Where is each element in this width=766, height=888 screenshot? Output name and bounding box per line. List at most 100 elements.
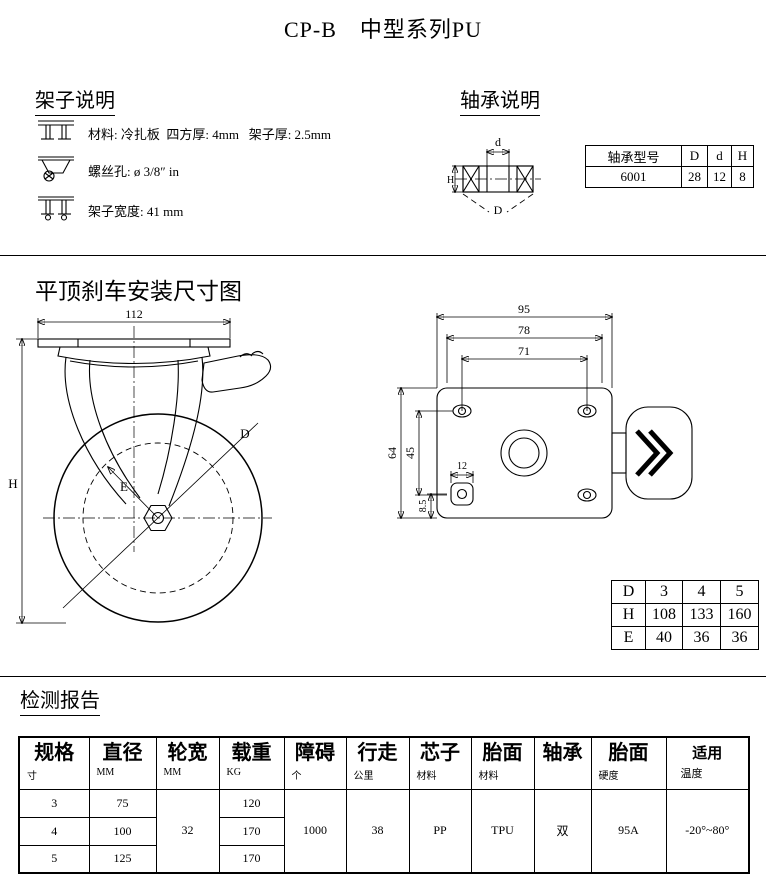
size-cell: 133: [682, 603, 721, 627]
cell-size: 3: [18, 788, 90, 818]
col-obstacles: 障碍个: [283, 736, 347, 790]
bolt-slot: [577, 404, 597, 418]
size-cell: 3: [645, 580, 683, 604]
overall-depth-dim: 64: [385, 447, 399, 459]
frame-spec-material-text: 材料: 冷扎板 四方厚: 4mm 架子厚: 2.5mm: [88, 126, 332, 142]
page-title: CP-B 中型系列PU: [283, 17, 483, 42]
bearing-col-D: D: [681, 145, 708, 167]
frame-section-heading: 架子说明: [35, 84, 115, 116]
brake-lever: [201, 354, 272, 393]
kingpin-hole: [500, 429, 548, 477]
cell-distance: 38: [345, 788, 410, 874]
size-table-row-D: D 3 4 5: [611, 580, 759, 604]
cell-hardness: 95A: [590, 788, 667, 874]
cell-load: 120: [218, 788, 285, 818]
bearing-section-heading: 轴承说明: [460, 84, 540, 116]
size-label-E: E: [611, 626, 646, 650]
pedal-hinge: [611, 432, 627, 474]
bearing-height-label: H: [447, 175, 454, 186]
size-cell: 4: [682, 580, 721, 604]
table-row: 3 75 32 120 1000 38 PP TPU 双 95A -20°~80…: [18, 788, 750, 874]
cell-size: 4: [18, 816, 90, 846]
cell-core-material: PP: [408, 788, 472, 874]
col-temperature: 适用温度: [665, 736, 750, 790]
frame-spec-screw-hole: 螺丝孔: ø 3/8″ in: [36, 154, 179, 186]
height-dim-label: H: [8, 476, 17, 491]
hub-nut: [143, 504, 173, 532]
cell-diameter: 75: [88, 788, 157, 818]
col-distance: 行走公里: [345, 736, 410, 790]
chevron-icon: [648, 429, 674, 477]
col-bearing: 轴承: [533, 736, 592, 790]
slot-outer-span-dim: 78: [518, 323, 530, 337]
bearing-d-value: 12: [707, 166, 732, 188]
slot-offset-dim: 8.5: [418, 500, 429, 513]
bearing-col-H: H: [731, 145, 754, 167]
frame-spec-width-text: 架子宽度: 41 mm: [88, 203, 184, 219]
section-divider: [0, 255, 766, 256]
brake-pedal: [625, 406, 693, 500]
cell-obstacles: 1000: [283, 788, 347, 874]
size-table-row-E: E 40 36 36: [611, 626, 759, 650]
report-section-heading: 检测报告: [20, 684, 100, 716]
size-label-D: D: [611, 580, 646, 604]
swivel-head: [57, 346, 211, 365]
cell-load: 170: [218, 844, 285, 874]
size-table: D 3 4 5 H 108 133 160 E 40 36 36: [611, 580, 759, 650]
top-view-drawing: 95 78 71 64 45: [385, 303, 693, 538]
bearing-D-value: 28: [681, 166, 708, 188]
size-cell: 36: [682, 626, 721, 650]
col-hardness: 胎面硬度: [590, 736, 667, 790]
col-core-material: 芯子材料: [408, 736, 472, 790]
overall-width-dim: 95: [518, 303, 530, 316]
chevron-icon: [635, 429, 661, 477]
cell-bearing: 双: [533, 788, 592, 874]
plate-width-dim: 112: [125, 308, 143, 321]
caster-bracket-icon: [36, 118, 76, 148]
cell-load: 170: [218, 816, 285, 846]
side-view-drawing: 112 E D H: [8, 308, 272, 658]
cell-diameter: 100: [88, 816, 157, 846]
cell-temperature: -20°~80°: [665, 788, 750, 874]
frame-spec-screw-hole-text: 螺丝孔: ø 3/8″ in: [88, 163, 180, 179]
bearing-H-value: 8: [731, 166, 754, 188]
size-cell: 108: [645, 603, 683, 627]
frame-spec-width: 架子宽度: 41 mm: [36, 194, 183, 226]
cell-diameter: 125: [88, 844, 157, 874]
fork-leg: [64, 356, 127, 505]
offset-dim-label: E: [120, 479, 128, 494]
frame-spec-material: 材料: 冷扎板 四方厚: 4mm 架子厚: 2.5mm: [36, 118, 331, 148]
bearing-model: 6001: [585, 166, 682, 188]
bearing-table: 轴承型号 D d H 6001 28 12 8: [585, 145, 754, 188]
cell-size: 5: [18, 844, 90, 874]
dimension-section-heading: 平顶刹车安装尺寸图: [35, 279, 242, 304]
bearing-table-header-row: 轴承型号 D d H: [585, 145, 754, 167]
bearing-col-model: 轴承型号: [585, 145, 682, 167]
size-cell: 40: [645, 626, 683, 650]
bearing-cross-section-diagram: d D H: [447, 136, 541, 217]
caster-fork-icon: [36, 154, 76, 186]
bearing-col-d: d: [707, 145, 732, 167]
cell-wheel-width: 32: [155, 788, 220, 874]
cell-tread-material: TPU: [470, 788, 535, 874]
table-row: 5 125 170: [18, 844, 749, 874]
bearing-bore-label: d: [495, 136, 501, 149]
size-cell: 160: [720, 603, 759, 627]
col-size: 规格寸: [18, 736, 90, 790]
bracket-width-icon: [36, 194, 76, 226]
table-row: 4 100 170: [18, 816, 749, 846]
slot-width-dim: 12: [457, 461, 467, 472]
hole-pitch-x-dim: 71: [518, 344, 530, 358]
col-tread-material: 胎面材料: [470, 736, 535, 790]
bolt-slot-detail: [450, 482, 474, 506]
bearing-outer-label: D: [494, 203, 503, 217]
size-label-H: H: [611, 603, 646, 627]
size-cell: 5: [720, 580, 759, 604]
bearing-table-value-row: 6001 28 12 8: [585, 166, 754, 188]
